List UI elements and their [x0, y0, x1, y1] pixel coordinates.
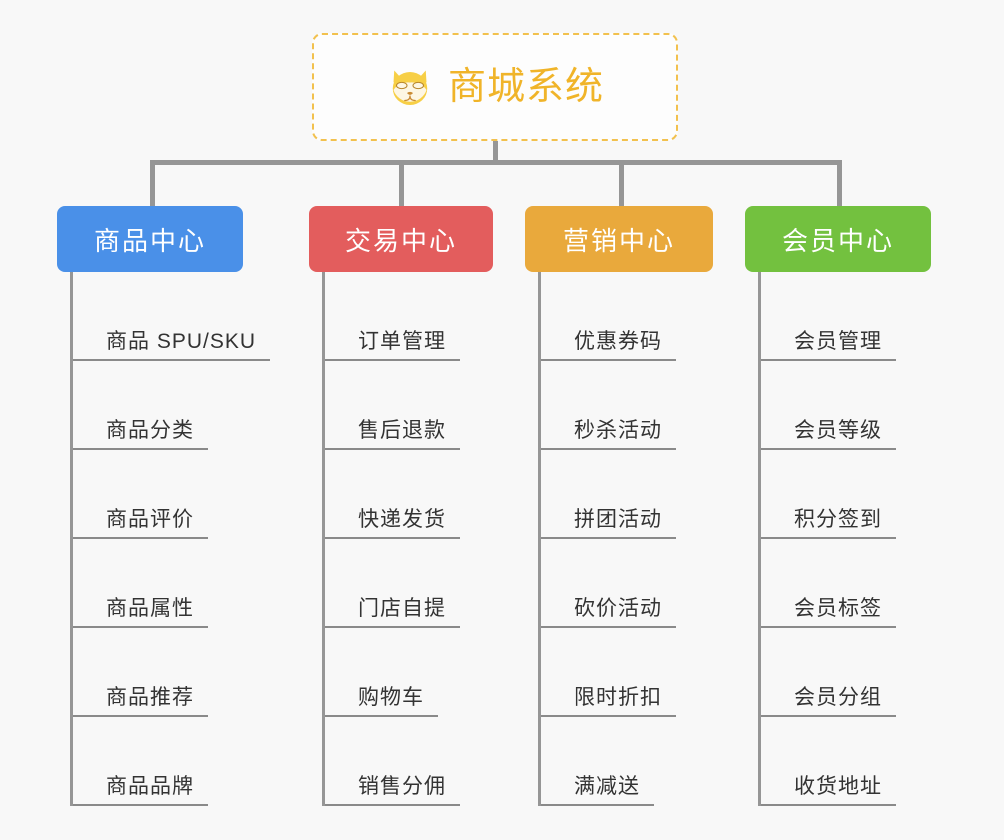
leaf-list-member: 会员管理 会员等级 积分签到 会员标签 会员分组 收货地址 — [758, 272, 931, 806]
shiba-dog-face-icon — [386, 63, 434, 111]
leaf-label: 会员分组 — [761, 686, 896, 717]
leaf-list-trade: 订单管理 售后退款 快递发货 门店自提 购物车 销售分佣 — [322, 272, 493, 806]
leaf-list-product: 商品 SPU/SKU 商品分类 商品评价 商品属性 商品推荐 商品品牌 — [70, 272, 271, 806]
list-item[interactable]: 会员标签 — [761, 539, 931, 628]
leaf-label: 订单管理 — [325, 330, 460, 361]
list-item[interactable]: 销售分佣 — [325, 717, 493, 806]
connector-drop-4 — [837, 160, 842, 208]
leaf-label: 商品评价 — [73, 508, 208, 539]
category-column-trade: 交易中心 订单管理 售后退款 快递发货 门店自提 购物车 销售分佣 — [309, 206, 493, 806]
leaf-label: 秒杀活动 — [541, 419, 676, 450]
leaf-label: 砍价活动 — [541, 597, 676, 628]
leaf-label: 商品属性 — [73, 597, 208, 628]
list-item[interactable]: 限时折扣 — [541, 628, 713, 717]
root-title: 商城系统 — [447, 66, 604, 108]
leaf-label: 门店自提 — [325, 597, 460, 628]
connector-drop-2 — [399, 160, 404, 208]
category-header-marketing[interactable]: 营销中心 — [525, 206, 713, 272]
list-item[interactable]: 拼团活动 — [541, 450, 713, 539]
connector-horizontal-bus — [150, 160, 840, 165]
list-item[interactable]: 商品属性 — [73, 539, 243, 628]
category-header-label: 交易中心 — [344, 225, 457, 256]
category-column-product: 商品中心 商品 SPU/SKU 商品分类 商品评价 商品属性 商品推荐 商品品牌 — [57, 206, 271, 806]
leaf-label: 会员标签 — [761, 597, 896, 628]
list-item[interactable]: 售后退款 — [325, 361, 493, 450]
list-item[interactable]: 订单管理 — [325, 272, 493, 361]
list-item[interactable]: 会员分组 — [761, 628, 931, 717]
leaf-label: 商品推荐 — [73, 686, 208, 717]
list-item[interactable]: 购物车 — [325, 628, 493, 717]
list-item[interactable]: 秒杀活动 — [541, 361, 713, 450]
root-node[interactable]: 商城系统 — [312, 33, 678, 141]
leaf-label: 商品分类 — [73, 419, 208, 450]
list-item[interactable]: 砍价活动 — [541, 539, 713, 628]
category-column-member: 会员中心 会员管理 会员等级 积分签到 会员标签 会员分组 收货地址 — [745, 206, 931, 806]
category-header-label: 营销中心 — [562, 225, 675, 256]
category-header-product[interactable]: 商品中心 — [57, 206, 243, 272]
list-item[interactable]: 快递发货 — [325, 450, 493, 539]
list-item[interactable]: 会员等级 — [761, 361, 931, 450]
category-header-label: 商品中心 — [93, 225, 206, 256]
leaf-label: 商品 SPU/SKU — [73, 330, 271, 361]
category-header-trade[interactable]: 交易中心 — [309, 206, 493, 272]
leaf-label: 商品品牌 — [73, 775, 208, 806]
list-item[interactable]: 满减送 — [541, 717, 713, 806]
leaf-label: 收货地址 — [761, 775, 896, 806]
list-item[interactable]: 商品评价 — [73, 450, 243, 539]
list-item[interactable]: 门店自提 — [325, 539, 493, 628]
leaf-label: 售后退款 — [325, 419, 460, 450]
list-item[interactable]: 会员管理 — [761, 272, 931, 361]
list-item[interactable]: 收货地址 — [761, 717, 931, 806]
leaf-label: 会员管理 — [761, 330, 896, 361]
list-item[interactable]: 商品分类 — [73, 361, 243, 450]
category-header-member[interactable]: 会员中心 — [745, 206, 931, 272]
leaf-label: 会员等级 — [761, 419, 896, 450]
list-item[interactable]: 优惠券码 — [541, 272, 713, 361]
connector-drop-3 — [619, 160, 624, 208]
category-column-marketing: 营销中心 优惠券码 秒杀活动 拼团活动 砍价活动 限时折扣 满减送 — [525, 206, 713, 806]
connector-root-stem — [493, 141, 498, 164]
leaf-list-marketing: 优惠券码 秒杀活动 拼团活动 砍价活动 限时折扣 满减送 — [538, 272, 713, 806]
list-item[interactable]: 商品 SPU/SKU — [73, 272, 271, 361]
category-header-label: 会员中心 — [781, 225, 894, 256]
list-item[interactable]: 商品推荐 — [73, 628, 243, 717]
leaf-label: 快递发货 — [325, 508, 460, 539]
list-item[interactable]: 商品品牌 — [73, 717, 243, 806]
leaf-label: 限时折扣 — [541, 686, 676, 717]
connector-drop-1 — [150, 160, 155, 208]
leaf-label: 销售分佣 — [325, 775, 460, 806]
leaf-label: 拼团活动 — [541, 508, 676, 539]
leaf-label: 积分签到 — [761, 508, 896, 539]
leaf-label: 满减送 — [541, 775, 654, 806]
list-item[interactable]: 积分签到 — [761, 450, 931, 539]
leaf-label: 优惠券码 — [541, 330, 676, 361]
leaf-label: 购物车 — [325, 686, 438, 717]
